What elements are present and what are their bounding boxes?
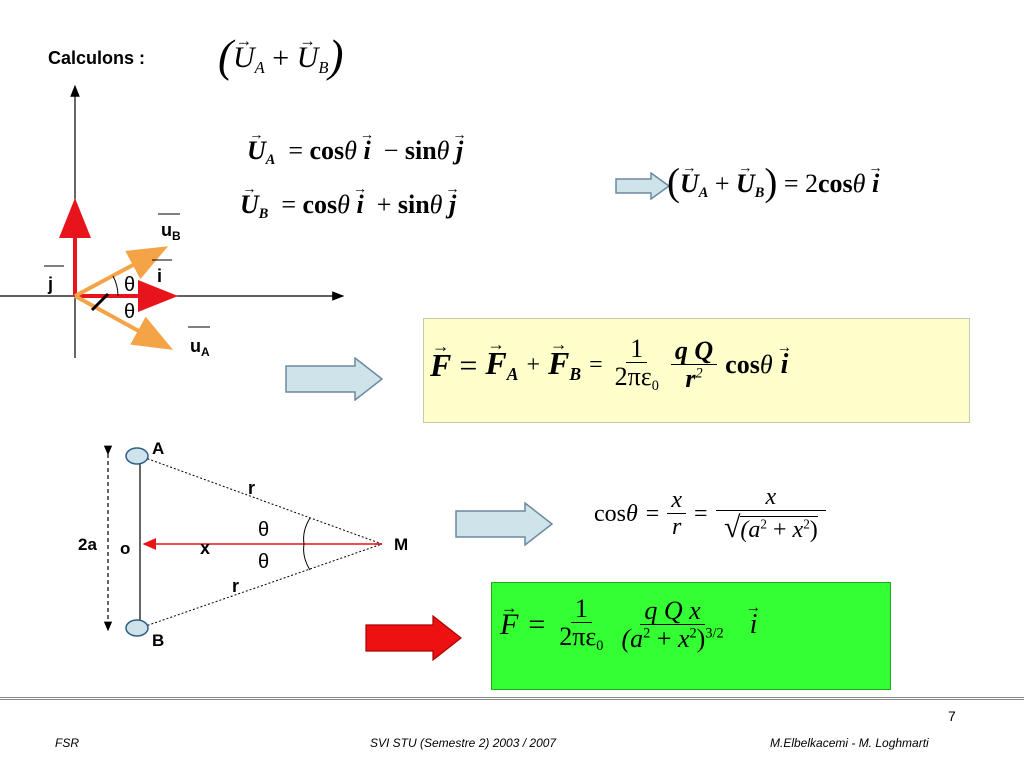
label-ub: uB [161,220,181,243]
right-arrow-icon [615,172,671,200]
equation-ub: UB = cosθ i + sinθ j [240,190,456,223]
final-force-box: F = 1 2πε0 q Q x (a2 + x2)3/2 i [491,582,891,690]
footer-right: M.Elbelkacemi - M. Loghmarti [770,736,929,750]
angle-arc-top [303,517,311,545]
line-r-top [139,455,383,545]
equation-ua: UA = cosθ i − sinθ j [247,136,463,169]
vector-ub [74,246,169,298]
expression-sum-top: (UA + UB) [218,30,343,82]
label-r-bottom: r [232,576,239,596]
label-r-top: r [248,478,255,498]
equation-final-force: F = 1 2πε0 q Q x (a2 + x2)3/2 i [500,595,757,655]
label-theta-top: θ [258,519,269,541]
equation-sum-result: (UA + UB) = 2cosθ i [667,160,879,205]
label-a: A [152,439,164,458]
label-theta-bottom: θ [124,301,135,323]
unit-vector-diagram: j uB i θ θ uA [0,84,345,359]
equation-cos-theta: cosθ = x r = x √(a2 + x2) [594,484,827,544]
angle-arc-bottom [303,543,311,571]
label-m: M [394,535,408,554]
right-arrow-icon [285,357,384,401]
footer-center: SVI STU (Semestre 2) 2003 / 2007 [370,736,557,750]
label-x: x [200,538,210,558]
red-arrow-icon [365,615,462,661]
right-arrow-icon [455,502,554,546]
footer-divider [0,697,1024,700]
label-b: B [152,631,164,650]
label-theta-bottom: θ [258,551,269,573]
label-j: j [47,274,53,294]
equation-force: F = FA + FB = 1 2πε0 q Q r2 cosθ i [430,335,788,395]
footer-left: FSR [55,736,79,750]
force-equation-box: F = FA + FB = 1 2πε0 q Q r2 cosθ i [423,318,970,423]
label-ua: uA [190,336,210,359]
slide-label: Calculons : [48,48,146,68]
label-2a: 2a [78,535,97,554]
charge-geometry-diagram: A B r r 2a o x θ θ M [78,439,408,650]
charge-a [125,447,149,465]
charge-b [125,619,149,637]
label-i: i [157,266,162,286]
angle-arc-top [112,275,119,297]
page-number: 7 [948,708,956,724]
vector-u: U [233,41,255,75]
angle-tick [90,292,110,312]
line-r-bottom [139,543,383,629]
vector-ua [74,294,174,350]
label-o: o [120,539,130,558]
label-theta-top: θ [124,274,135,296]
